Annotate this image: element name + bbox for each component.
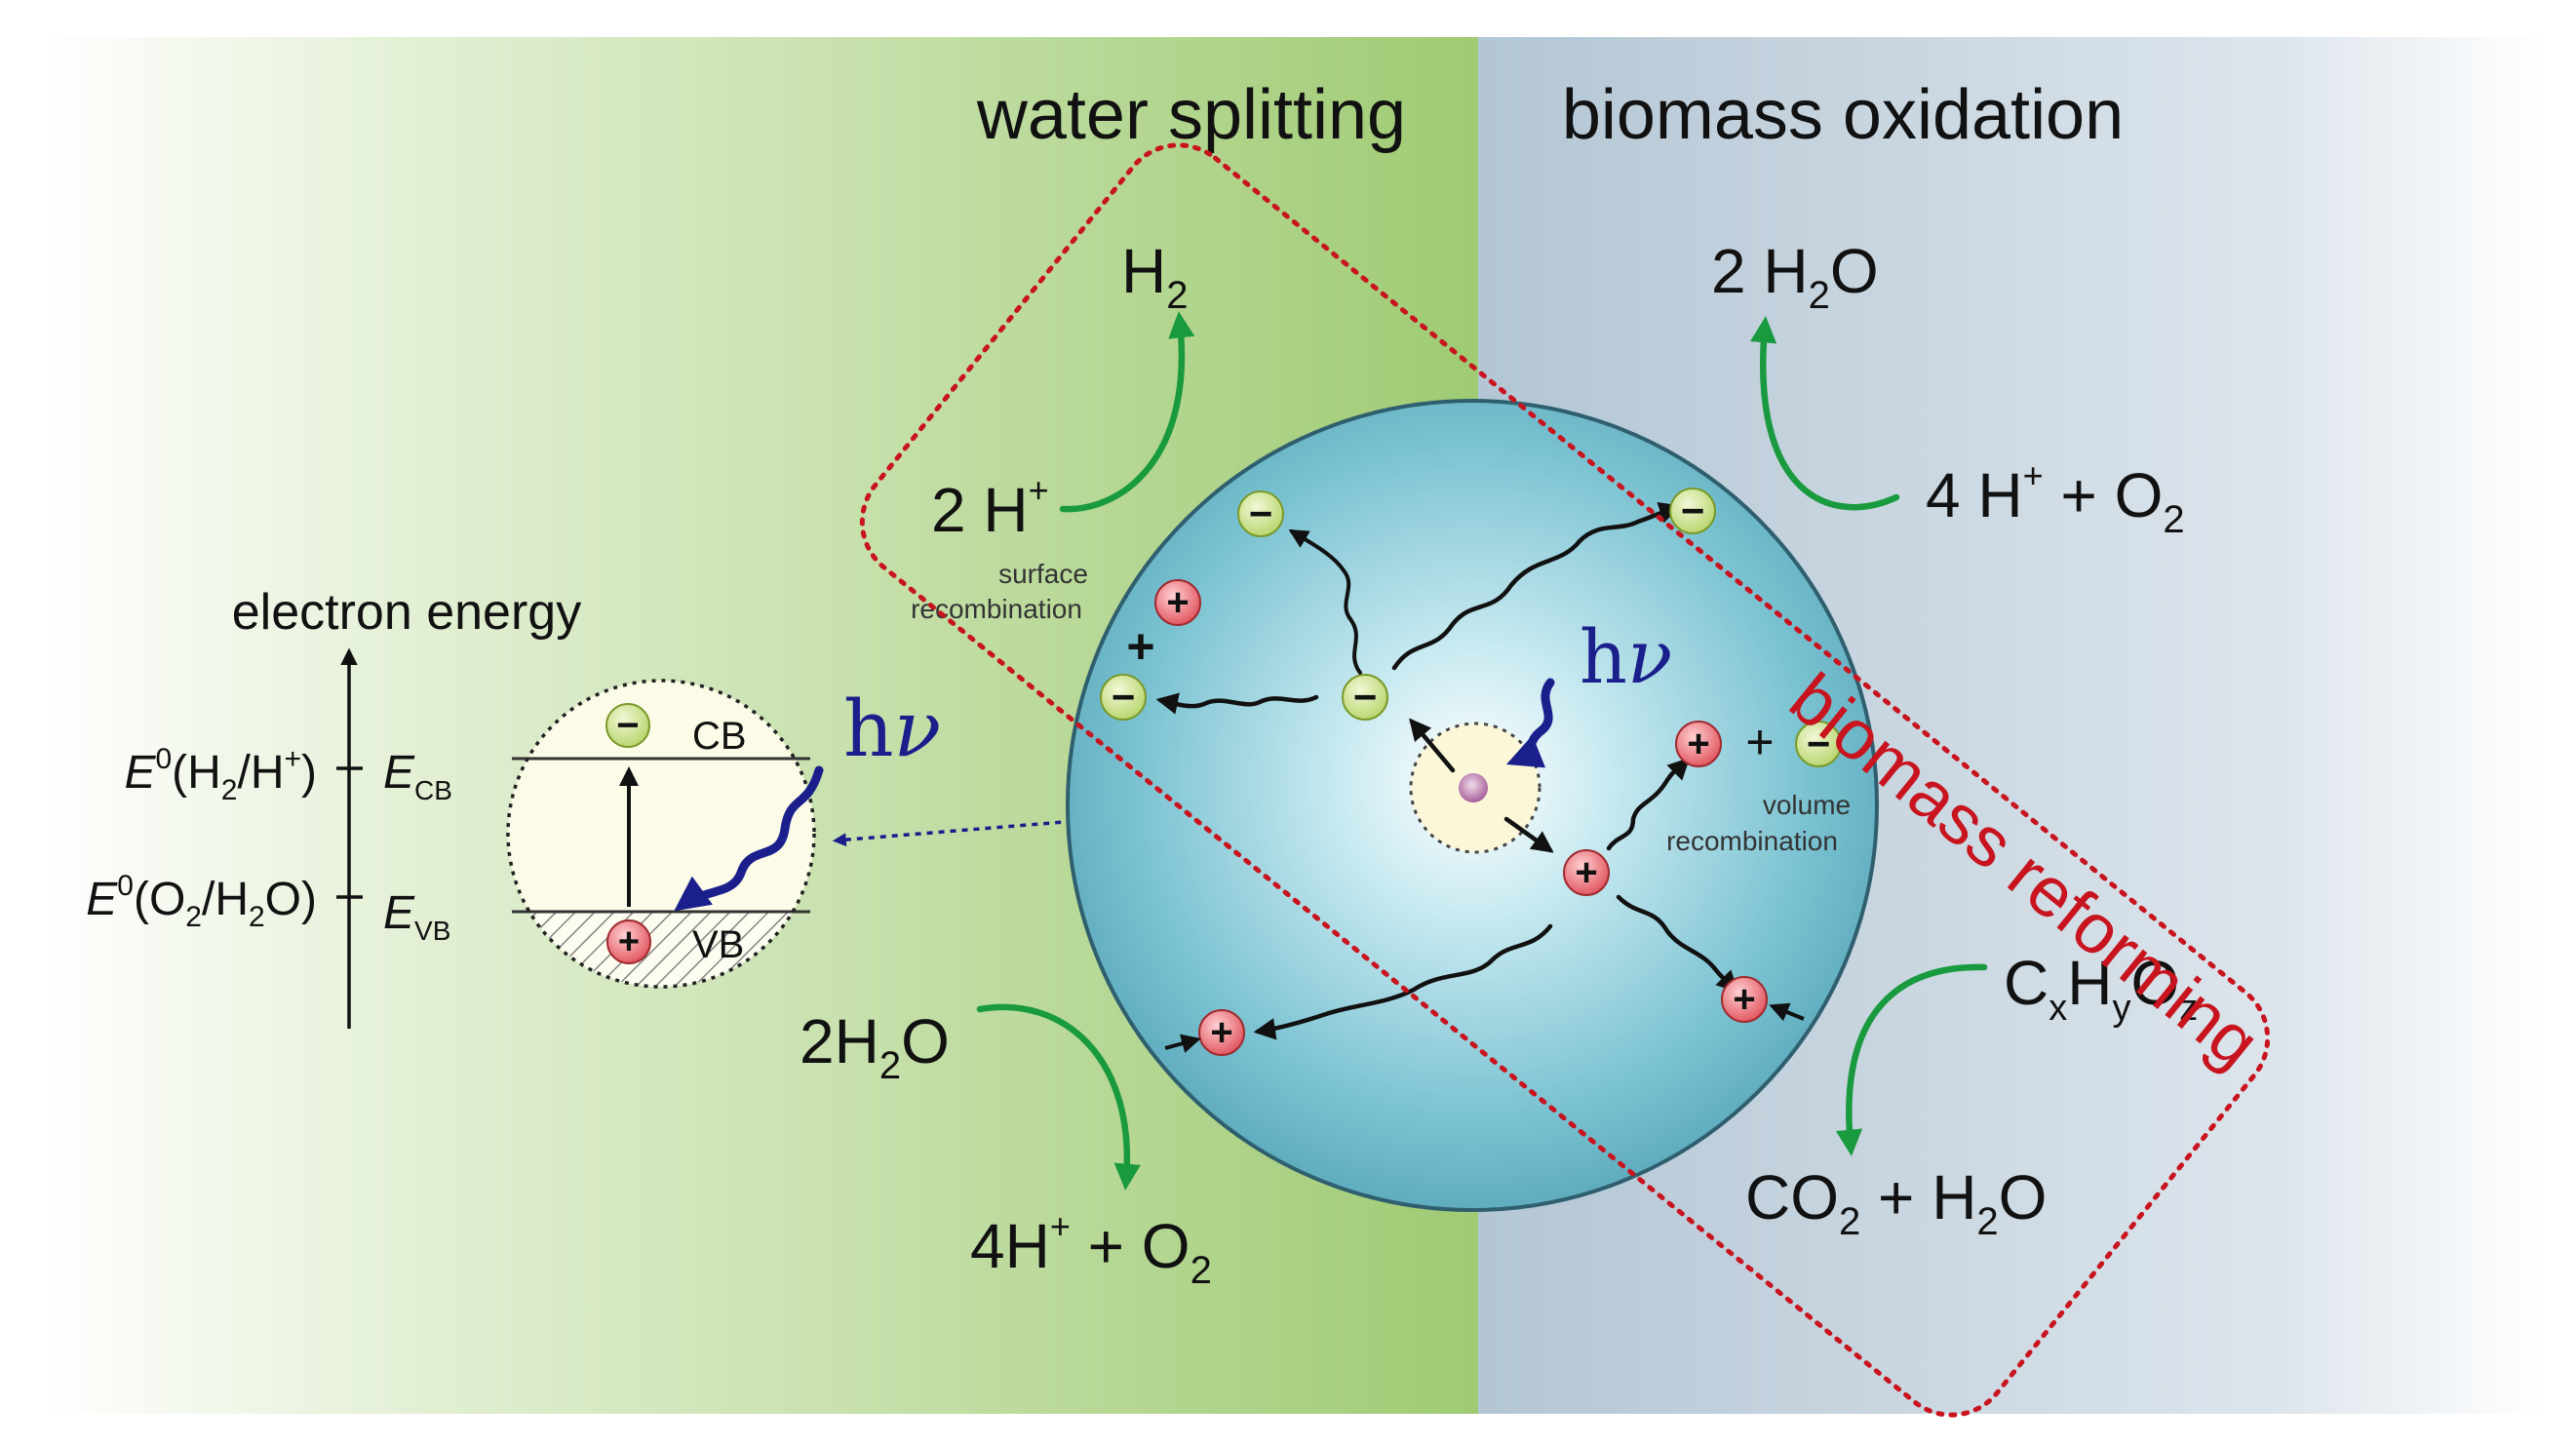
path-to-lower-hole (1253, 923, 1553, 1040)
inset-hole: + (606, 919, 651, 964)
species-h2: H2 (1121, 236, 1188, 317)
ecb-label: ECB (383, 747, 452, 805)
surface-recombination-line1: surface (998, 559, 1088, 589)
hole-right: + (1721, 976, 1768, 1023)
water-splitting-title: water splitting (976, 76, 1406, 154)
arrow-2h2o-to-4h (976, 1003, 1141, 1191)
energy-level-diagram: electron energy E0(H2/H+) E0(O2/H2O) ECB… (86, 584, 581, 1029)
cb-label: CB (692, 715, 747, 758)
excited-center (1459, 773, 1488, 802)
svg-text:+: + (1210, 1011, 1232, 1054)
arrow-biomass-to-co2 (1835, 963, 1988, 1156)
species-4h-o2-bottom: 4H+ + O2 (970, 1206, 1212, 1292)
biomass-oxidation-title: biomass oxidation (1562, 76, 2124, 154)
transfer-to-hole-lower (1164, 1034, 1201, 1053)
species-cxhyoz: CxHyOz (2004, 948, 2198, 1029)
svg-text:+: + (1166, 581, 1189, 624)
level-o2-h2o-label: E0(O2/H2O) (86, 870, 317, 933)
svg-text:−: − (1353, 674, 1378, 720)
vb-label: VB (692, 923, 744, 966)
svg-text:−: − (1112, 674, 1136, 720)
inset-photon-wave (674, 765, 824, 912)
volume-recombination-line1: volume (1763, 790, 1851, 820)
recombination-plus-left: + (1126, 619, 1154, 674)
path-to-center-electron (1409, 718, 1456, 773)
particle-photon-label: hν (1580, 613, 1672, 700)
path-to-left-electron (1155, 692, 1319, 715)
path-to-right-electron (1391, 502, 1682, 671)
arrow-h-plus-to-h2 (1059, 311, 1195, 513)
species-2h-plus: 2 H+ (931, 470, 1049, 545)
inset-electron: − (605, 703, 650, 748)
electron-volume-recombination: − (1795, 721, 1842, 767)
inset-photon-label: hν (843, 684, 941, 774)
electron-center: − (1342, 674, 1388, 721)
path-to-right-hole (1616, 894, 1739, 994)
species-2h2o-top: 2 H2O (1711, 236, 1879, 317)
inset-circle-border (506, 679, 816, 989)
recombination-plus-right: + (1745, 715, 1774, 769)
arrow-4h-to-2h2o (1750, 316, 1900, 511)
species-2h2o-bottom: 2H2O (800, 1006, 950, 1087)
hole-surface-recombination: + (1154, 579, 1201, 626)
carrier-paths (1155, 502, 1739, 1040)
reaction-arrows (976, 311, 1988, 1191)
svg-text:+: + (618, 921, 640, 962)
path-to-volume-hole (1606, 757, 1691, 851)
svg-text:−: − (1681, 488, 1705, 533)
svg-text:+: + (1733, 978, 1755, 1021)
path-to-upper-electron (1288, 528, 1362, 675)
svg-text:−: − (616, 704, 639, 747)
species-4h-o2-top: 4 H+ + O2 (1926, 455, 2185, 541)
electron-surface-recombination: − (1100, 674, 1147, 721)
hole-lower: + (1198, 1009, 1245, 1056)
hole-volume-recombination: + (1675, 721, 1722, 767)
biomass-reforming-box (859, 142, 2271, 1418)
species-co2-h2o: CO2 + H2O (1745, 1162, 2047, 1243)
hole-center: + (1563, 849, 1610, 896)
evb-label: EVB (383, 887, 450, 946)
electron-upper: − (1237, 490, 1284, 537)
svg-text:+: + (1687, 723, 1709, 765)
svg-text:−: − (1807, 721, 1831, 766)
particle-photon-wave (1505, 678, 1555, 768)
transfer-to-hole-right (1769, 1002, 1805, 1022)
level-h2-h-label: E0(H2/H+) (124, 743, 317, 806)
transfer-arrows (1164, 1002, 1805, 1053)
energy-axis-label: electron energy (232, 584, 581, 641)
electron-right: − (1669, 488, 1716, 534)
svg-text:−: − (1249, 490, 1273, 536)
svg-text:+: + (1575, 851, 1597, 894)
path-center-to-hole (1503, 816, 1554, 853)
volume-recombination-line2: recombination (1666, 826, 1838, 856)
surface-recombination-line2: recombination (911, 594, 1082, 624)
